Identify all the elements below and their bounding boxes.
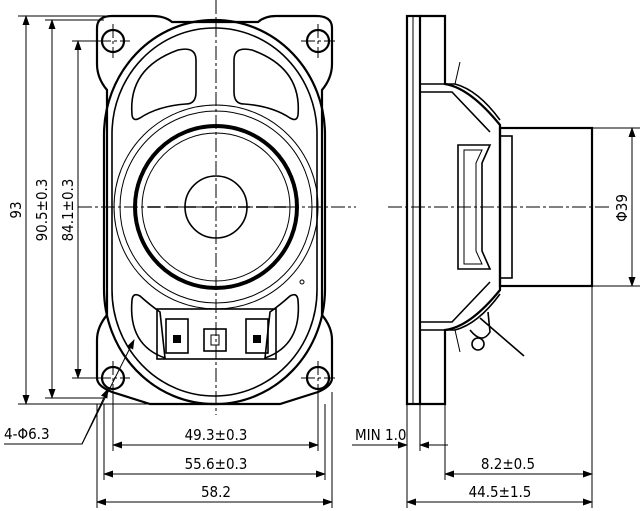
window-upper-right	[233, 48, 300, 121]
label-height-outer: 90.5±0.3	[33, 179, 51, 242]
front-view: 93 90.5±0.3 84.1±0.3 49.3±0.3 55.6±0.3 5…	[4, 0, 356, 508]
label-total-depth: 44.5±1.5	[469, 483, 532, 501]
label-magnet-depth: 8.2±0.5	[481, 455, 535, 473]
window-lower-right	[264, 293, 300, 360]
window-upper-left	[130, 48, 197, 121]
vent-hole	[299, 279, 305, 285]
window-lower-left	[130, 293, 166, 360]
terminal-left	[165, 318, 189, 354]
label-height-overall: 93	[7, 201, 25, 218]
terminal-right	[245, 318, 269, 354]
side-window	[457, 144, 492, 270]
side-frame-body	[420, 14, 502, 406]
polarity-mark-inner	[210, 334, 220, 346]
label-magnet-diameter: Φ39	[613, 194, 631, 222]
label-width-outer: 55.6±0.3	[185, 455, 248, 473]
label-width-overall: 58.2	[201, 483, 231, 501]
label-height-holes: 84.1±0.3	[59, 179, 77, 242]
outer-oval	[102, 18, 327, 406]
terminal-left-lug	[173, 335, 181, 343]
side-view: Φ39 MIN 1.0 8.2±0.5 44.5±1.5	[352, 14, 640, 508]
polarity-mark	[203, 328, 227, 352]
side-terminal	[469, 311, 525, 357]
inner-oval	[111, 27, 318, 397]
label-hole-callout: 4-Φ6.3	[4, 425, 50, 443]
terminal-right-lug	[253, 335, 261, 343]
label-width-holes: 49.3±0.3	[185, 426, 248, 444]
label-min-thickness: MIN 1.0	[355, 426, 406, 444]
